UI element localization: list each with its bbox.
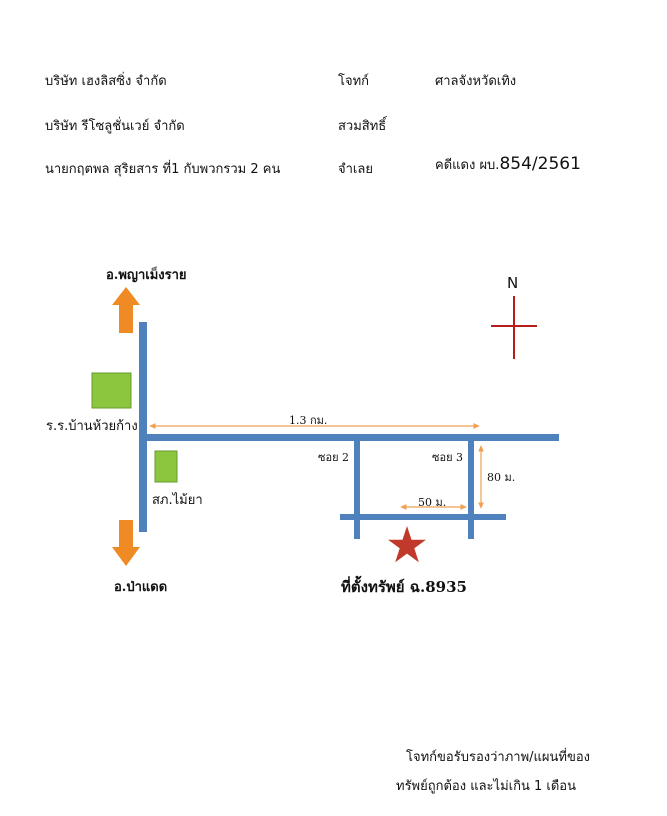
label-to-south: อ.ป่าแดด — [114, 580, 168, 595]
plaintiff-2: บริษัท รีโซลูชั่นเวย์ จำกัด — [45, 119, 185, 134]
lower-road — [340, 514, 506, 520]
main-road-vertical — [139, 322, 147, 532]
soi-2-road — [354, 434, 360, 539]
arrow-up-icon — [112, 287, 140, 333]
soi-3-road — [468, 434, 474, 539]
certification-line-1: โจทก์ขอรับรองว่าภาพ/แผนที่ของ — [406, 750, 591, 765]
property-star-icon — [388, 526, 426, 563]
label-distance-main: 1.3 กม. — [289, 414, 328, 427]
certification-line-2: ทรัพย์ถูกต้อง และไม่เกิน 1 เดือน — [396, 779, 576, 794]
case-number: 854/2561 — [499, 154, 581, 174]
defendant-name: นายกฤตพล สุริยสาร ที่1 กับพวกรวม 2 คน — [45, 162, 281, 177]
subrogation-label: สวมสิทธิ์ — [338, 119, 387, 134]
case-number-line: คดีแดง ผบ.854/2561 — [435, 154, 581, 175]
defendant-label: จำเลย — [338, 162, 373, 177]
label-distance-50m: 50 ม. — [418, 496, 447, 509]
label-to-north: อ.พญาเม็งราย — [106, 268, 187, 283]
school-landmark — [91, 372, 132, 409]
label-property: ที่ตั้งทรัพย์ ฉ.8935 — [341, 578, 467, 596]
court-name: ศาลจังหวัดเทิง — [435, 74, 517, 89]
label-school: ร.ร.บ้านห้วยก้าง — [46, 419, 138, 434]
arrow-down-icon — [112, 520, 140, 566]
plaintiff-label: โจทก์ — [338, 74, 370, 89]
label-coop: สภ.ไม้ยา — [152, 493, 203, 508]
label-soi-3: ซอย 3 — [432, 451, 464, 464]
label-distance-80m: 80 ม. — [487, 471, 516, 484]
plaintiff-1: บริษัท เฮงลิสซิ่ง จำกัด — [45, 74, 167, 89]
label-soi-2: ซอย 2 — [318, 451, 350, 464]
compass-icon — [491, 296, 537, 359]
north-label: N — [507, 274, 519, 292]
coop-landmark — [154, 450, 178, 483]
case-prefix: คดีแดง ผบ. — [435, 158, 500, 173]
main-road-horizontal — [139, 434, 559, 441]
